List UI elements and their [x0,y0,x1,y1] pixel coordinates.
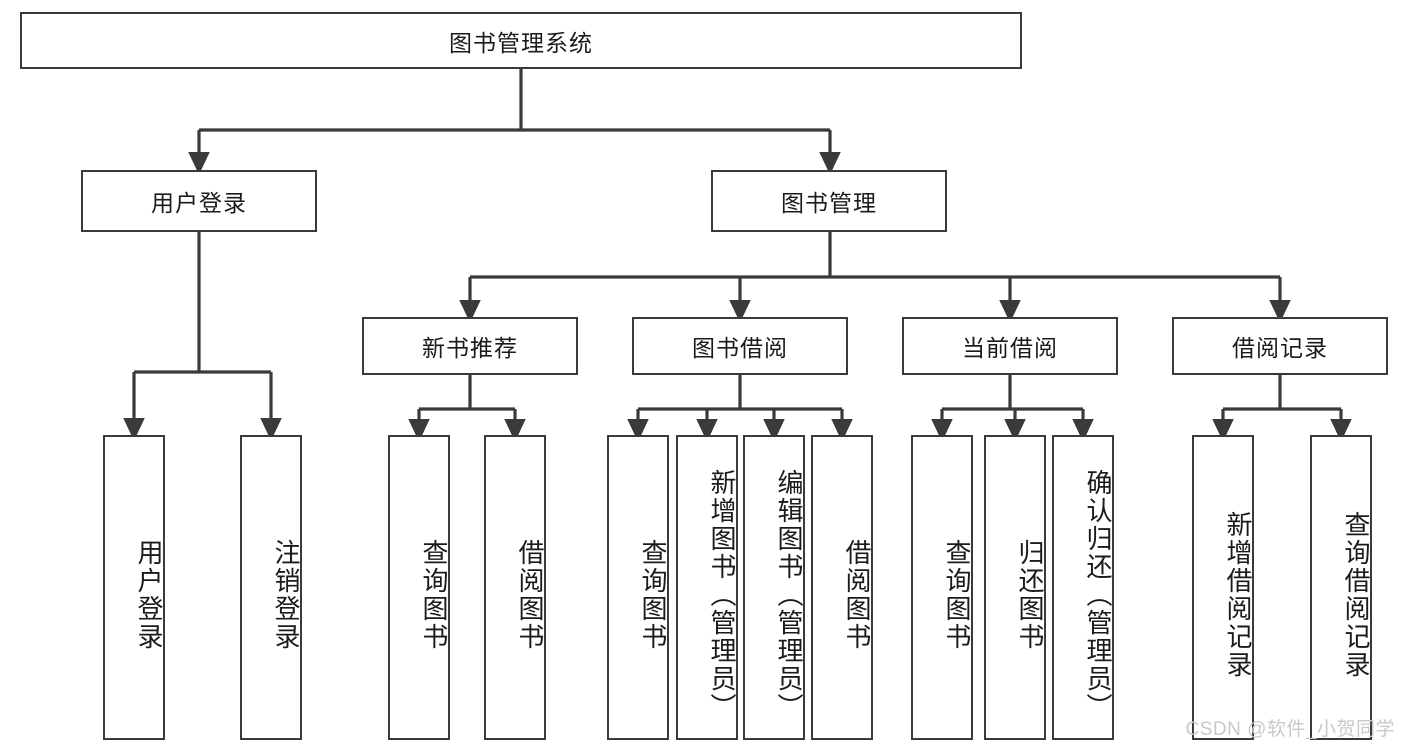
node-leaf-return-book-label: 归还图书 [1015,538,1045,651]
node-user-login[interactable]: 用户登录 [81,170,317,232]
node-new-book-rec-label: 新书推荐 [422,335,518,361]
node-book-borrow-label: 图书借阅 [692,335,788,361]
node-leaf-borrow-book-1[interactable]: 借阅图书 [484,435,546,740]
node-borrow-record[interactable]: 借阅记录 [1172,317,1388,375]
node-root-label: 图书管理系统 [449,29,593,56]
node-current-borrow[interactable]: 当前借阅 [902,317,1118,375]
node-user-login-label: 用户登录 [151,190,247,216]
node-leaf-query-book-1-label: 查询图书 [419,538,449,651]
node-leaf-add-book[interactable]: 新增图书（管理员） [676,435,738,740]
node-book-manage-label: 图书管理 [781,190,877,216]
node-leaf-query-record-label: 查询借阅记录 [1341,510,1371,679]
node-leaf-edit-book-label: 编辑图书（管理员） [774,468,804,721]
node-root[interactable]: 图书管理系统 [20,12,1022,69]
node-leaf-query-book-1[interactable]: 查询图书 [388,435,450,740]
node-borrow-record-label: 借阅记录 [1232,335,1328,361]
node-new-book-rec[interactable]: 新书推荐 [362,317,578,375]
node-leaf-query-book-2-label: 查询图书 [638,538,668,651]
node-leaf-add-record-label: 新增借阅记录 [1223,510,1253,679]
node-leaf-user-logout[interactable]: 注销登录 [240,435,302,740]
node-leaf-query-book-3-label: 查询图书 [942,538,972,651]
node-leaf-confirm-return[interactable]: 确认归还（管理员） [1052,435,1114,740]
node-leaf-query-record[interactable]: 查询借阅记录 [1310,435,1372,740]
node-current-borrow-label: 当前借阅 [962,335,1058,361]
node-leaf-confirm-return-label: 确认归还（管理员） [1083,468,1113,721]
node-leaf-edit-book[interactable]: 编辑图书（管理员） [743,435,805,740]
node-leaf-add-book-label: 新增图书（管理员） [707,468,737,721]
node-leaf-query-book-3[interactable]: 查询图书 [911,435,973,740]
node-leaf-borrow-book-1-label: 借阅图书 [515,538,545,651]
node-leaf-borrow-book-2-label: 借阅图书 [842,538,872,651]
node-book-manage[interactable]: 图书管理 [711,170,947,232]
watermark: CSDN @软件_小贺同学 [1185,719,1395,740]
node-leaf-return-book[interactable]: 归还图书 [984,435,1046,740]
node-leaf-user-login[interactable]: 用户登录 [103,435,165,740]
node-book-borrow[interactable]: 图书借阅 [632,317,848,375]
node-leaf-user-login-label: 用户登录 [134,538,164,651]
node-leaf-user-logout-label: 注销登录 [271,538,301,651]
node-leaf-query-book-2[interactable]: 查询图书 [607,435,669,740]
node-leaf-add-record[interactable]: 新增借阅记录 [1192,435,1254,740]
node-leaf-borrow-book-2[interactable]: 借阅图书 [811,435,873,740]
